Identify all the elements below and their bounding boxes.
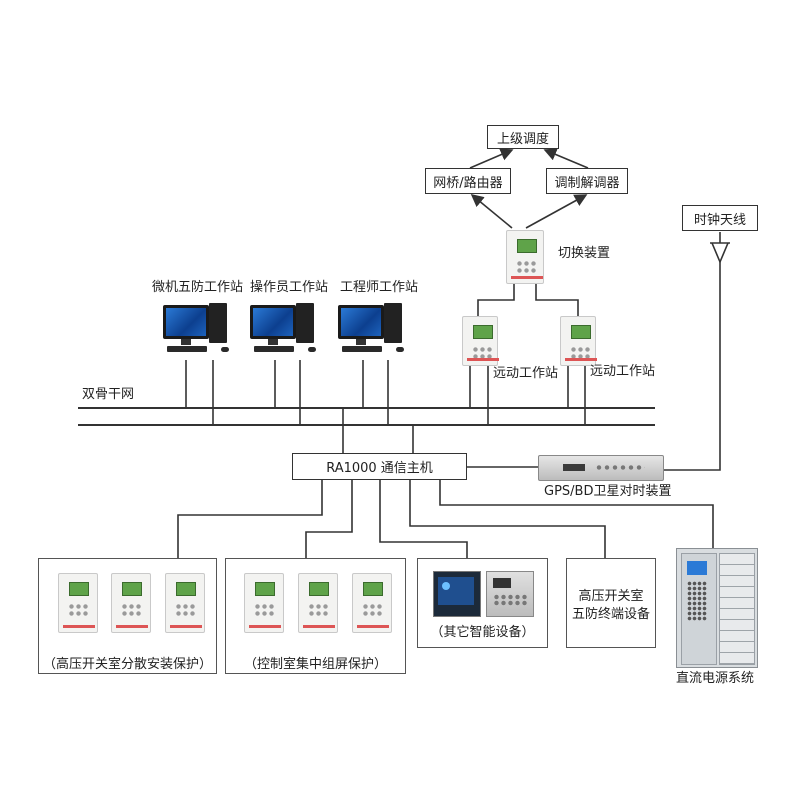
device-cabinet-icon (486, 571, 534, 617)
clock-antenna-box: 时钟天线 (682, 205, 758, 231)
bridge-router-label: 网桥/路由器 (433, 175, 503, 191)
backbone-label: 双骨干网 (82, 387, 135, 402)
computer-icon (250, 303, 320, 353)
modem-label: 调制解调器 (554, 175, 620, 191)
arrow-router-to-dispatch (469, 148, 514, 169)
panel-other-devices: （其它智能设备） (417, 558, 548, 648)
smart-meter-icon (433, 571, 481, 617)
arrow-switch-to-router (470, 193, 513, 229)
panel-hv-distributed: （高压开关室分散安装保护） (38, 558, 217, 674)
modem-box: 调制解调器 (546, 168, 628, 194)
gps-device-label: GPS/BD卫星对时装置 (544, 484, 672, 499)
gps-device-unit (538, 455, 664, 481)
comm-host-box: RA1000 通信主机 (292, 453, 467, 480)
upper-dispatch-label: 上级调度 (496, 131, 549, 147)
computer-icon (163, 303, 233, 353)
arrow-switch-to-modem (525, 194, 588, 229)
remote-station-2-label: 远动工作站 (590, 364, 656, 379)
engineer-station-label: 工程师工作站 (340, 280, 419, 295)
panel-hv-wf-terminal: 高压开关室 五防终端设备 (566, 558, 656, 648)
panel-control-room: （控制室集中组屏保护） (225, 558, 406, 674)
panel-hv-distributed-caption: （高压开关室分散安装保护） (42, 657, 212, 672)
upper-dispatch-box: 上级调度 (487, 125, 559, 149)
hv-wf-terminal-line2: 五防终端设备 (571, 607, 650, 622)
bridge-router-box: 网桥/路由器 (425, 168, 511, 194)
hv-wf-terminal-line1: 高压开关室 (578, 589, 644, 604)
wf-station-label: 微机五防工作站 (152, 280, 244, 295)
dc-power-label: 直流电源系统 (676, 671, 755, 686)
clock-antenna-label: 时钟天线 (693, 212, 746, 228)
switch-device-label: 切换装置 (558, 246, 611, 261)
operator-station-label: 操作员工作站 (250, 280, 329, 295)
panel-other-devices-caption: （其它智能设备） (430, 625, 535, 640)
comm-host-label: RA1000 通信主机 (326, 461, 433, 476)
switch-device-unit (506, 230, 544, 284)
computer-icon (338, 303, 408, 353)
arrow-modem-to-dispatch (543, 148, 589, 169)
remote-station-1-label: 远动工作站 (493, 366, 559, 381)
dc-power-cabinet-icon (676, 548, 758, 668)
panel-control-room-caption: （控制室集中组屏保护） (243, 657, 387, 672)
remote-station-1-unit (462, 316, 499, 366)
remote-station-2-unit (560, 316, 597, 366)
